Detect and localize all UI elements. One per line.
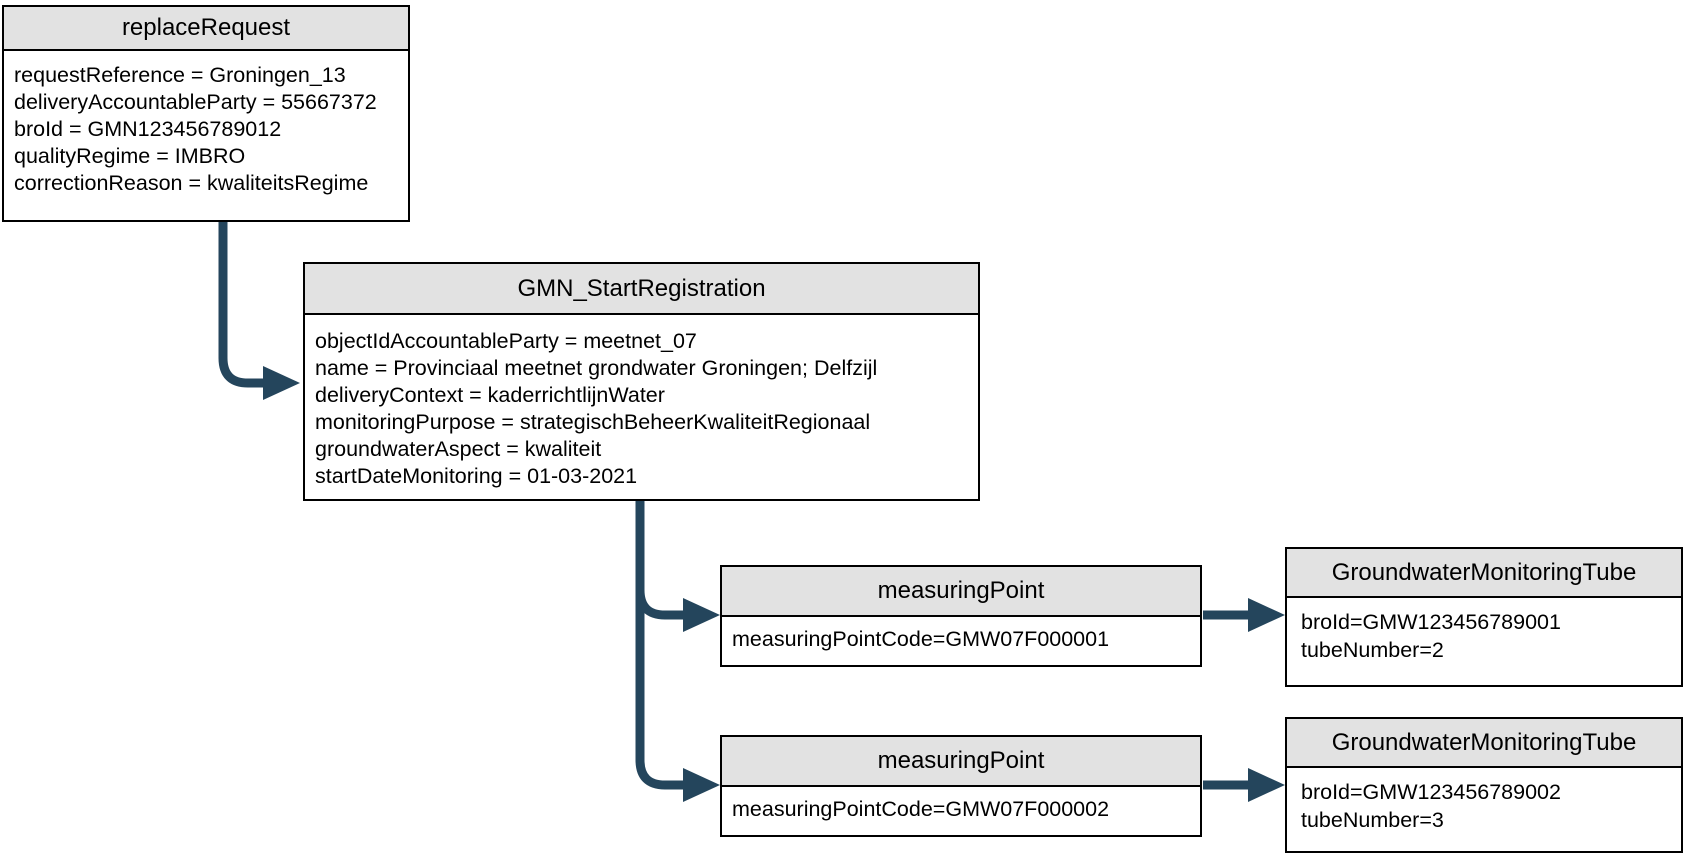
class-box-groundwater-monitoring-tube-1: GroundwaterMonitoringTube broId=GMW12345… [1285, 547, 1683, 687]
box-title-text: measuringPoint [877, 747, 1045, 774]
connector-replacerequest-to-gmn [218, 222, 300, 400]
field-line: startDateMonitoring = 01-03-2021 [315, 464, 638, 488]
field-line: monitoringPurpose = strategischBeheerKwa… [315, 410, 871, 434]
box-title-text: replaceRequest [121, 14, 291, 41]
box-body-gmn-start-registration: objectIdAccountableParty = meetnet_07 na… [305, 315, 978, 490]
field-line: measuringPointCode=GMW07F000002 [732, 797, 1110, 821]
field-line: broId=GMW123456789002 [1301, 780, 1561, 804]
class-box-measuring-point-1: measuringPoint measuringPointCode=GMW07F… [720, 565, 1202, 667]
field-line: deliveryAccountableParty = 55667372 [14, 90, 377, 114]
field-line: measuringPointCode=GMW07F000001 [732, 627, 1110, 651]
box-body-measuring-point-2: measuringPointCode=GMW07F000002 [722, 787, 1200, 823]
field-line: broId = GMN123456789012 [14, 117, 282, 141]
field-line: tubeNumber=2 [1301, 638, 1444, 662]
box-title-measuring-point-1: measuringPoint [722, 567, 1200, 617]
box-body-groundwater-monitoring-tube-1: broId=GMW123456789001 tubeNumber=2 [1287, 598, 1681, 664]
class-box-gmn-start-registration: GMN_StartRegistration objectIdAccountabl… [303, 262, 980, 501]
box-title-replace-request: replaceRequest [4, 7, 408, 51]
connector-measuringpoint-2-to-tube-2 [1203, 768, 1285, 802]
connector-gmn-to-measuringpoint-2 [635, 501, 720, 802]
field-line: deliveryContext = kaderrichtlijnWater [315, 383, 665, 407]
box-title-groundwater-monitoring-tube-2: GroundwaterMonitoringTube [1287, 719, 1681, 768]
box-body-replace-request: requestReference = Groningen_13 delivery… [4, 51, 408, 197]
field-line: qualityRegime = IMBRO [14, 144, 246, 168]
class-box-replace-request: replaceRequest requestReference = Gronin… [2, 5, 410, 222]
box-body-groundwater-monitoring-tube-2: broId=GMW123456789002 tubeNumber=3 [1287, 768, 1681, 834]
box-title-text: measuringPoint [877, 577, 1045, 604]
field-line: requestReference = Groningen_13 [14, 63, 346, 87]
field-line: tubeNumber=3 [1301, 808, 1444, 832]
box-title-groundwater-monitoring-tube-1: GroundwaterMonitoringTube [1287, 549, 1681, 598]
field-line: correctionReason = kwaliteitsRegime [14, 171, 369, 195]
connector-measuringpoint-1-to-tube-1 [1203, 598, 1285, 632]
box-title-text: GroundwaterMonitoringTube [1331, 728, 1637, 756]
box-title-measuring-point-2: measuringPoint [722, 737, 1200, 787]
field-line: groundwaterAspect = kwaliteit [315, 437, 602, 461]
box-title-text: GroundwaterMonitoringTube [1331, 558, 1637, 586]
field-line: name = Provinciaal meetnet grondwater Gr… [315, 356, 878, 380]
class-box-groundwater-monitoring-tube-2: GroundwaterMonitoringTube broId=GMW12345… [1285, 717, 1683, 853]
box-body-measuring-point-1: measuringPointCode=GMW07F000001 [722, 617, 1200, 653]
box-title-text: GMN_StartRegistration [517, 274, 766, 302]
field-line: objectIdAccountableParty = meetnet_07 [315, 329, 697, 353]
class-box-measuring-point-2: measuringPoint measuringPointCode=GMW07F… [720, 735, 1202, 837]
connector-gmn-to-measuringpoint-1 [635, 501, 720, 632]
field-line: broId=GMW123456789001 [1301, 610, 1561, 634]
box-title-gmn-start-registration: GMN_StartRegistration [305, 264, 978, 315]
